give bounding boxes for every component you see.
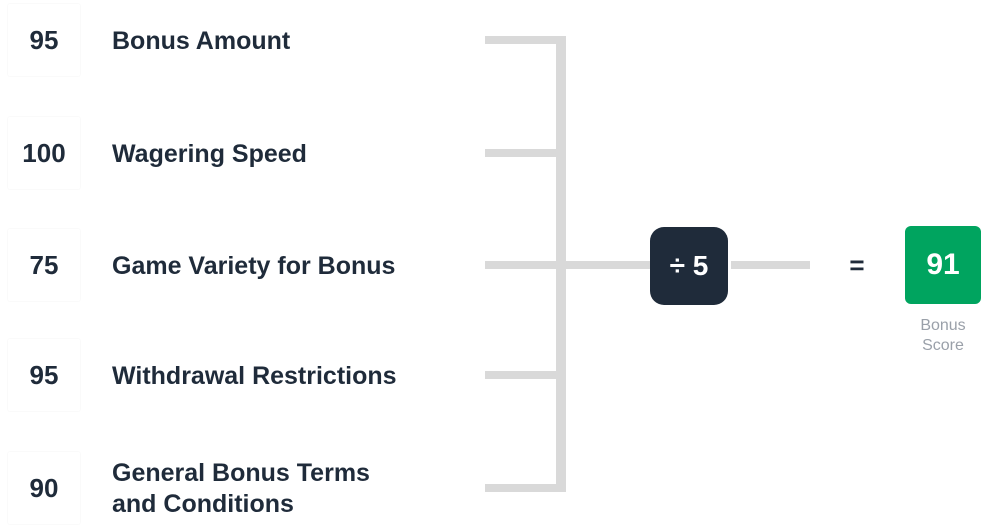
equals-sign: = [849, 249, 865, 280]
row-label: Game Variety for Bonus [112, 252, 396, 280]
score-box: 100 [8, 117, 80, 189]
row-label: Bonus Amount [112, 27, 291, 55]
connector-stub [485, 371, 565, 379]
score-value: 90 [29, 472, 59, 503]
row-label: General Bonus Terms and Conditions [112, 459, 370, 519]
connector-to-equals [731, 261, 810, 269]
connector-stub [485, 261, 565, 269]
score-box: 95 [8, 339, 80, 411]
score-box: 95 [8, 4, 80, 76]
connector-stub [485, 36, 565, 44]
divide-label: ÷ 5 [669, 250, 709, 281]
result-value: 91 [926, 248, 960, 281]
score-box: 90 [8, 452, 80, 524]
bracket-line [556, 36, 566, 492]
connector-stub [485, 484, 565, 492]
divide-by-five-box: ÷ 5 [650, 227, 728, 305]
connector-stub [485, 149, 565, 157]
score-box: 75 [8, 229, 80, 301]
result-caption: Bonus Score [920, 317, 966, 354]
row-label: Wagering Speed [112, 140, 307, 168]
score-value: 95 [29, 359, 59, 390]
row-label: Withdrawal Restrictions [112, 362, 397, 390]
score-value: 75 [29, 249, 59, 280]
score-value: 95 [29, 24, 59, 55]
score-value: 100 [22, 137, 66, 168]
connector-to-divider [563, 261, 650, 269]
result-box: 91 [905, 226, 981, 304]
